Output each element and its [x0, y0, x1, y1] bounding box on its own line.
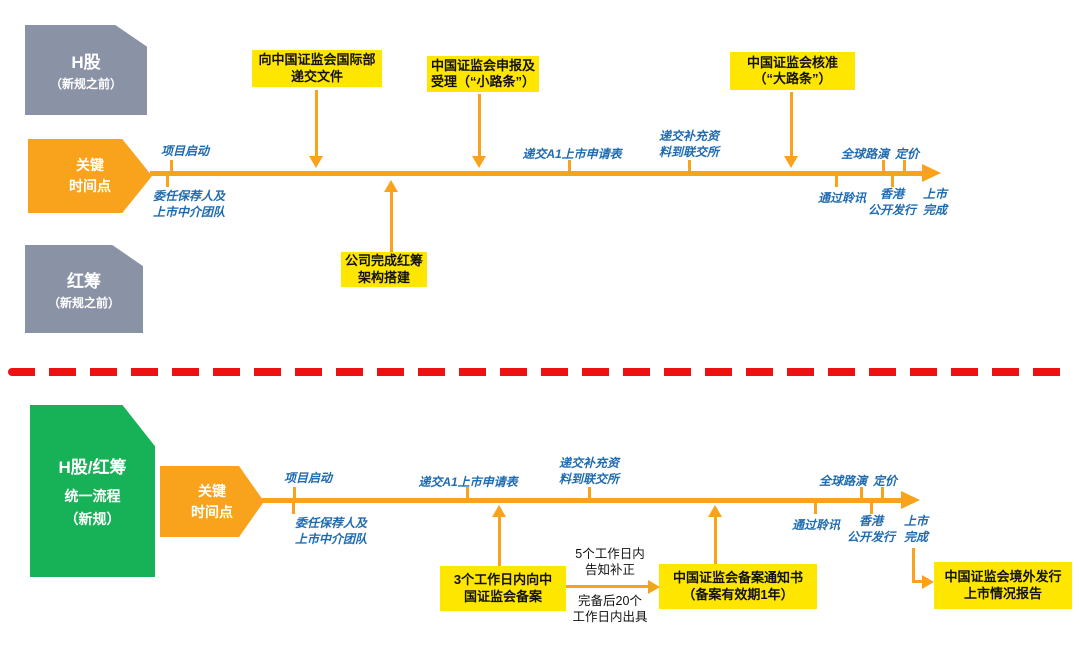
milestone-hearing-bottom: 通过聆讯 [791, 518, 840, 532]
up-arrow-icon-filing [492, 505, 506, 517]
milestone-hk-offering-bottom: 香港 公开发行 [846, 514, 895, 544]
tick-hk-offering-bottom [870, 503, 873, 514]
tick-hearing-bottom [814, 503, 817, 514]
milestone-roadshow-top: 全球路演 [840, 147, 889, 161]
h-share-subtitle: （新规之前） [49, 77, 122, 91]
timeline-top-arrowhead-icon [922, 164, 941, 182]
timeline-bottom [262, 498, 902, 503]
tick-hk-offering-top [891, 176, 894, 187]
callout-big-road-slip: 中国证监会核准 （“大路条”） [730, 52, 855, 90]
key-timepoint-badge-bottom: 关键 时间点 [160, 466, 264, 537]
milestone-supplement-top: 递交补充资 料到联交所 [658, 129, 719, 159]
h-share-category-box: H股 （新规之前） [25, 25, 147, 115]
tick-supplement-bottom [588, 487, 591, 498]
up-arrow-icon-notice [708, 505, 722, 517]
callout-filing-3-days: 3个工作日内向中 国证监会备案 [440, 566, 566, 611]
red-chip-category-box: 红筹 （新规之前） [25, 245, 143, 333]
milestone-listing-done-top: 上市 完成 [922, 187, 947, 217]
tick-project-start-bottom [293, 487, 296, 498]
milestone-sponsor-bottom: 委任保荐人及 上市中介团队 [294, 516, 367, 546]
milestone-listing-done-bottom: 上市 完成 [903, 514, 928, 544]
milestone-pricing-top: 定价 [894, 147, 919, 161]
milestone-pricing-bottom: 定价 [872, 474, 897, 488]
milestone-roadshow-bottom: 全球路演 [818, 474, 867, 488]
tick-a1-top [568, 160, 571, 171]
tick-supplement-top [688, 160, 691, 171]
tick-sponsor-top [166, 176, 169, 187]
connector-red-chip-shaft [390, 192, 393, 252]
down-arrow-icon-big-road [784, 156, 798, 168]
callout-csrc-intl-filing: 向中国证监会国际部 递交文件 [252, 50, 382, 87]
connector-notice-shaft [714, 517, 717, 564]
milestone-hearing-top: 通过聆讯 [817, 191, 866, 205]
callout-overseas-report: 中国证监会境外发行 上市情况报告 [934, 562, 1072, 609]
red-chip-subtitle: （新规之前） [47, 296, 120, 310]
tick-roadshow-bottom [860, 487, 863, 498]
elbow-connector-vertical [912, 548, 915, 583]
key-timepoint-badge-top: 关键 时间点 [28, 139, 152, 213]
callout-filing-notice: 中国证监会备案通知书 （备案有效期1年） [659, 564, 817, 609]
elbow-connector-horizontal [912, 580, 924, 583]
right-arrow-icon-report [922, 575, 934, 589]
milestone-supplement-bottom: 递交补充资 料到联交所 [558, 456, 619, 486]
milestone-project-start-bottom: 项目启动 [283, 471, 332, 485]
tick-pricing-top [903, 160, 906, 171]
unified-line2: 统一流程 [64, 488, 121, 504]
callout-red-chip-structure: 公司完成红筹 架构搭建 [341, 252, 427, 287]
connector-between-filings-shaft [566, 585, 650, 588]
tick-hearing-top [835, 176, 838, 187]
down-arrow-icon-small-road [472, 156, 486, 168]
callout-small-road-slip: 中国证监会申报及 受理（“小路条”） [427, 56, 539, 92]
key-timepoint-label: 关键 时间点 [69, 157, 111, 194]
connector-small-road-shaft [478, 94, 481, 156]
milestone-a1-bottom: 递交A1上市申请表 [418, 475, 518, 489]
note-issue: 完备后20个 工作日内出具 [572, 594, 648, 625]
unified-line3: （新规） [64, 511, 121, 527]
tick-pricing-bottom [881, 487, 884, 498]
connector-filing-shaft [498, 517, 501, 566]
down-arrow-icon-csrc-intl [309, 156, 323, 168]
tick-roadshow-top [882, 160, 885, 171]
tick-project-start-top [170, 160, 173, 171]
tick-sponsor-bottom [292, 503, 295, 514]
h-share-title: H股 [71, 53, 101, 72]
connector-big-road-shaft [790, 92, 793, 156]
milestone-hk-offering-top: 香港 公开发行 [867, 187, 916, 217]
right-arrow-icon-between-filings [648, 580, 660, 594]
red-chip-title: 红筹 [67, 272, 101, 291]
milestone-sponsor-top: 委任保荐人及 上市中介团队 [152, 189, 225, 219]
unified-title: H股/红筹 [58, 458, 127, 477]
unified-process-category-box: H股/红筹 统一流程 （新规） [30, 405, 155, 577]
milestone-a1-top: 递交A1上市申请表 [522, 147, 622, 161]
note-correction: 5个工作日内 告知补正 [575, 547, 645, 578]
milestone-project-start-top: 项目启动 [160, 144, 209, 158]
timeline-top [150, 171, 923, 176]
key-timepoint-label-bottom: 关键 时间点 [191, 482, 233, 520]
timeline-bottom-arrowhead-icon [901, 491, 920, 509]
tick-a1-bottom [466, 487, 469, 498]
connector-csrc-intl-shaft [315, 90, 318, 156]
up-arrow-icon-red-chip [384, 180, 398, 192]
red-dashed-divider [8, 368, 1072, 376]
